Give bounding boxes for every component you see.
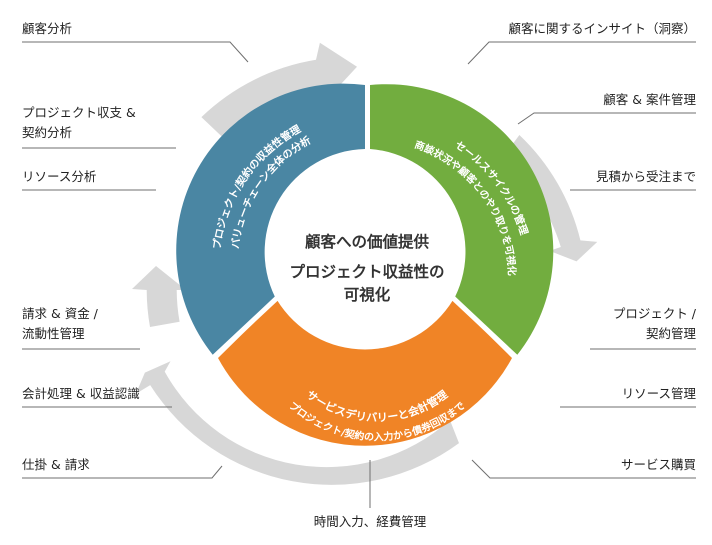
center-visibility-text-1: プロジェクト収益性の [289,262,444,281]
label-resource-analysis: リソース分析 [22,169,97,184]
cycle-arrow-bottom [135,361,459,485]
segment-green [370,84,554,355]
cycle-arrow-left [132,266,186,327]
segment-orange [218,300,512,446]
label-customer-analysis: 顧客分析 [22,21,73,36]
label-resource-management: リソース管理 [621,386,696,401]
label-time-expense: 時間入力、経費管理 [313,514,427,529]
label-billing-liquidity: 請求 & 資金 / 流動性管理 [22,306,98,341]
label-customer-opportunity: 顧客 & 案件管理 [603,92,696,107]
label-project-contract-management: プロジェクト / 契約管理 [612,306,696,341]
segment-separators [212,84,518,359]
center-visibility-text-2: 可視化 [344,285,391,304]
label-accounting-revenue: 会計処理 & 収益認識 [22,386,140,401]
cycle-arrow-top [201,42,357,139]
connector-lines [22,41,696,508]
center-value-text: 顧客への価値提供 [305,232,430,251]
label-project-contract-analysis: プロジェクト収支 & 契約分析 [22,105,136,140]
segment-blue [176,83,365,356]
label-service-procurement: サービス購買 [620,457,696,472]
label-quote-to-order: 見積から受注まで [595,169,696,184]
label-wip-billing: 仕掛 & 請求 [22,457,90,472]
label-customer-insight: 顧客に関するインサイト（洞察） [508,21,696,36]
